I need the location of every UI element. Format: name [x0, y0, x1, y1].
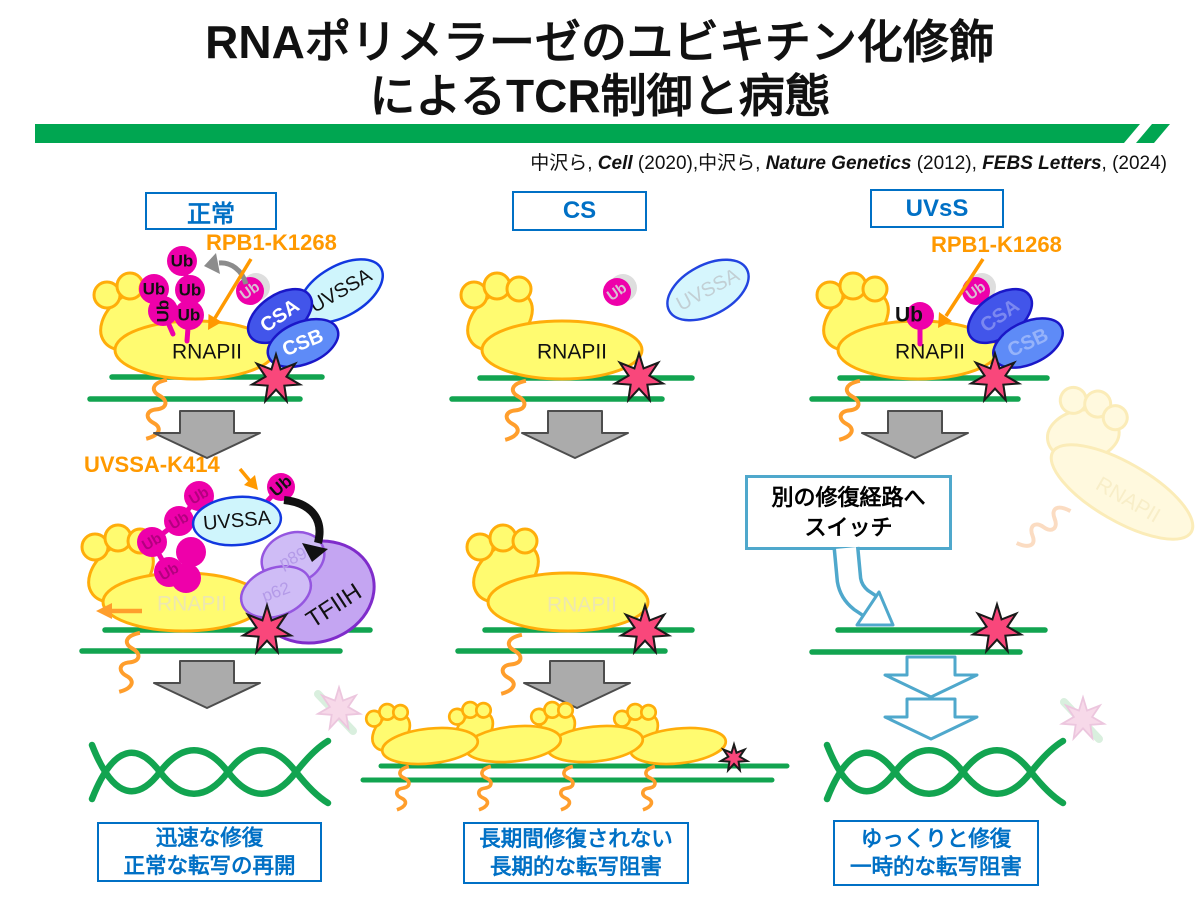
- switch-pathway-line1: 別の修復経路へ: [771, 485, 926, 510]
- panel-cs-top: RNAPII Ub UVSSA: [449, 258, 750, 459]
- ghost-rnapii: RNAPII: [1012, 370, 1200, 559]
- outcome-box-normal: 迅速な修復 正常な転写の再開: [97, 822, 322, 882]
- panel-uvss-bottom: [827, 696, 1105, 803]
- banner-bar: [35, 124, 1140, 143]
- rnapii-label: RNAPII: [895, 341, 965, 364]
- switch-pathway-line2: スイッチ: [804, 515, 893, 540]
- rpb1-pointer-arrow: [208, 258, 253, 330]
- citation: 中沢ら, Cell (2020),中沢ら, Nature Genetics (2…: [530, 148, 1167, 175]
- citation-journal: Cell: [597, 153, 633, 174]
- outcome-cs-line1: 長期間修復されない: [479, 826, 673, 851]
- panel-normal-bottom: [92, 686, 361, 803]
- panel-normal-middle: RNAPII Ub Ub Ub Ub: [75, 467, 376, 709]
- dna-helix: [827, 741, 1063, 803]
- csb-oval: [266, 317, 340, 369]
- rpb1-k1268-label-normal: RPB1-K1268: [206, 230, 337, 255]
- down-arrow: [861, 410, 969, 459]
- down-arrow: [523, 660, 631, 709]
- free-ubiquitin: Ub: [962, 273, 996, 305]
- rnapii-label: RNAPII: [172, 341, 242, 364]
- mrna-squiggle: [833, 376, 866, 445]
- mrna-squiggle: [474, 763, 496, 813]
- dna-helix: [92, 741, 328, 803]
- down-arrow: [153, 410, 261, 459]
- mrna-squiggle: [638, 763, 660, 813]
- down-arrow: [153, 660, 261, 709]
- panel-normal-top: RNAPII Ub Ub Ub Ub Ub: [87, 246, 385, 459]
- panel-uvss-top: RNAPII Ub Ub CSA CSB: [809, 258, 1064, 459]
- panel-uvss-middle: [809, 546, 1048, 741]
- outcome-box-uvss: ゆっくりと修復 一時的な転写阻害: [833, 820, 1039, 886]
- outcome-uvss-line1: ゆっくりと修復: [860, 826, 1012, 851]
- k414-pointer-arrow: [238, 467, 258, 490]
- switch-bent-arrow: [832, 546, 895, 627]
- mrna-squiggle: [556, 763, 578, 813]
- tfiih-complex: p89 p62 TFIIH: [239, 530, 376, 645]
- page-title-line1: RNAポリメラーゼのユビキチン化修飾: [205, 16, 995, 68]
- mrna-squiggle: [113, 628, 146, 697]
- rnapii-label-faint: RNAPII: [547, 594, 617, 617]
- citation-segment: 中沢ら,: [530, 153, 598, 174]
- mrna-squiggle: [495, 630, 528, 699]
- backtrack-arrow: [96, 603, 142, 619]
- panel-cs-bottom: [360, 691, 790, 813]
- ghost-mrna-squiggle: [1012, 500, 1075, 555]
- uvssa-oval-inactive: [666, 258, 750, 322]
- outcome-cs-line2: 長期的な転写阻害: [489, 855, 662, 879]
- citation-segment: (2020),中沢ら,: [632, 153, 766, 174]
- ub-label: Ub: [179, 281, 202, 300]
- switch-pathway-box: 別の修復経路へ スイッチ: [745, 475, 952, 550]
- ubiquitin-chain: Ub Ub Ub Ub Ub: [139, 246, 205, 344]
- uvssa-with-ubiquitin: Ub UVSSA: [191, 471, 296, 547]
- column-header-uvss: UVsS: [870, 189, 1004, 228]
- ub-label: Ub: [171, 252, 194, 271]
- ub-label: Ub: [154, 300, 173, 323]
- page-title-line2: によるTCR制御と病態: [369, 70, 831, 122]
- rnapii-label: RNAPII: [537, 341, 607, 364]
- citation-segment: (2012),: [911, 153, 983, 174]
- ub-label: Ub: [178, 306, 201, 325]
- outcome-normal-line1: 迅速な修復: [155, 825, 264, 850]
- mrna-squiggle: [140, 375, 173, 444]
- outcome-box-cs: 長期間修復されない 長期的な転写阻害: [463, 822, 689, 884]
- ub-label: Ub: [143, 280, 166, 299]
- outcome-normal-line2: 正常な転写の再開: [123, 854, 296, 878]
- rpb1-k1268-label-uvss: RPB1-K1268: [931, 232, 1062, 257]
- uvssa-k414-label: UVSSA-K414: [84, 452, 220, 477]
- poly-ubiquitin-chain: Ub Ub Ub Ub: [137, 481, 214, 593]
- rpb1-pointer-arrow: [938, 258, 985, 328]
- single-ubiquitin-on-rnapii: Ub: [895, 302, 934, 347]
- citation-journal: FEBS Letters: [982, 153, 1102, 174]
- transfer-arrow: [204, 253, 249, 285]
- outline-down-arrow: [883, 655, 979, 699]
- citation-journal: Nature Genetics: [765, 153, 912, 174]
- faded-damage-star: [317, 686, 361, 730]
- outline-down-arrow: [883, 697, 979, 741]
- uvssa-oval: [191, 495, 283, 547]
- free-ubiquitin: Ub: [236, 273, 270, 305]
- outcome-uvss-line2: 一時的な転写阻害: [849, 855, 1022, 879]
- recruit-arrow: [283, 496, 328, 562]
- citation-segment: , (2024): [1101, 153, 1167, 174]
- free-ubiquitin: Ub: [603, 274, 637, 306]
- ub-label: Ub: [895, 304, 923, 327]
- rnapii-label-faint: RNAPII: [157, 593, 227, 616]
- mrna-squiggle: [392, 763, 414, 813]
- column-header-normal: 正常: [145, 192, 277, 230]
- panel-cs-middle: RNAPII: [455, 523, 695, 709]
- down-arrow: [521, 410, 629, 459]
- column-header-cs: CS: [512, 191, 647, 231]
